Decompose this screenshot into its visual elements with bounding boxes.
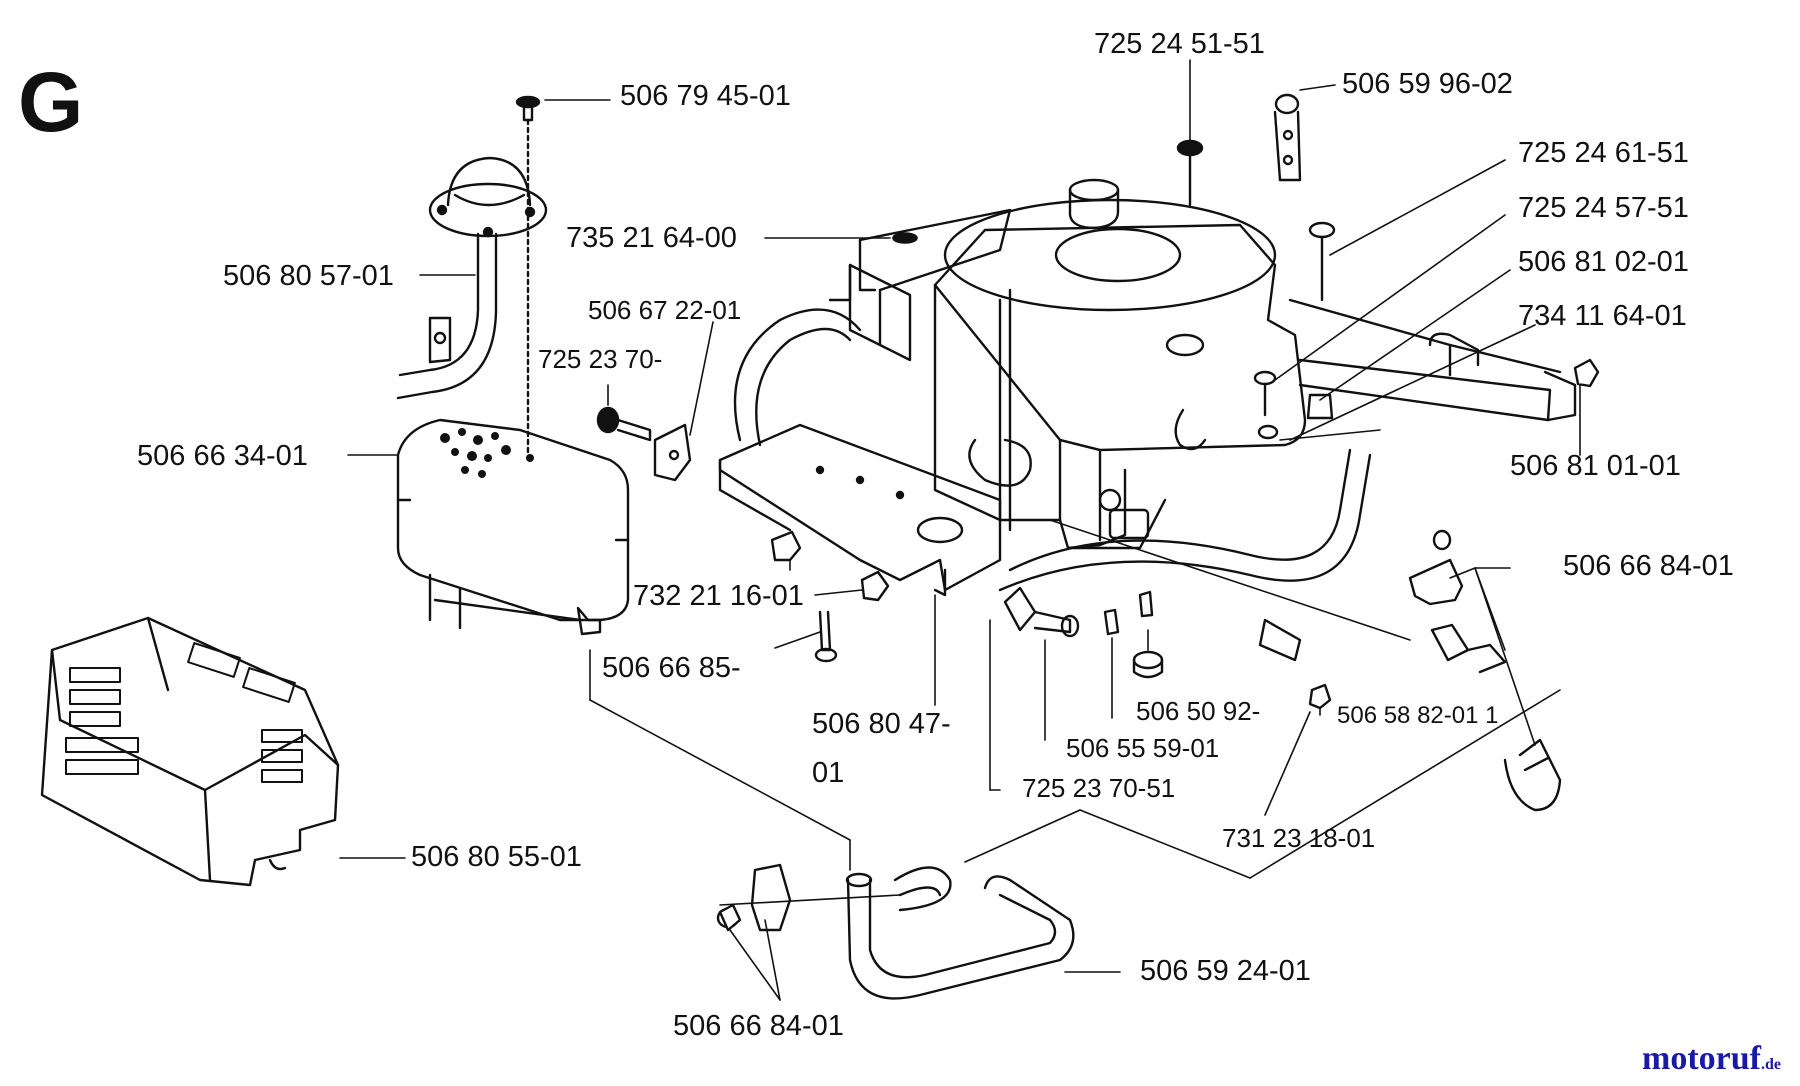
label-50666-85: 506 66 85- <box>602 652 741 684</box>
label-50680-47-line1: 506 80 47- <box>812 708 951 740</box>
label-506663401: 506 66 34-01 <box>137 440 308 472</box>
engine-assembly <box>933 178 1307 550</box>
label-506810101: 506 81 01-01 <box>1510 450 1681 482</box>
label-725245751: 725 24 57-51 <box>1518 192 1689 224</box>
label-506599602: 506 59 96-02 <box>1342 68 1513 100</box>
label-735216400: 735 21 64-00 <box>566 222 737 254</box>
label-506810201: 506 81 02-01 <box>1518 246 1689 278</box>
watermark-brand: motoruf <box>1642 1040 1761 1077</box>
label-506805701: 506 80 57-01 <box>223 260 394 292</box>
watermark-logo: motoruf.de <box>1642 1040 1781 1078</box>
label-725237051: 725 23 70-51 <box>1022 773 1176 803</box>
label-734116401: 734 11 64-01 <box>1518 300 1687 332</box>
label-506592401: 506 59 24-01 <box>1140 955 1311 987</box>
label-506794501: 506 79 45-01 <box>620 80 791 112</box>
muffler-screw <box>515 95 541 457</box>
label-506588201: 506 58 82-01 1 <box>1337 702 1499 729</box>
label-506672201: 506 67 22-01 <box>588 295 742 325</box>
watermark-tld: .de <box>1760 1056 1781 1073</box>
label-72523-70: 725 23 70- <box>538 344 663 374</box>
label-725246151: 725 24 61-51 <box>1518 137 1689 169</box>
label-50650-92: 506 50 92- <box>1136 696 1261 726</box>
label-506805501: 506 80 55-01 <box>411 841 582 873</box>
label-506555901: 506 55 59-01 <box>1066 733 1220 763</box>
front-bracket <box>718 263 1002 597</box>
exhaust-cap-pipe <box>396 156 548 400</box>
label-725245151: 725 24 51-51 <box>1094 28 1265 60</box>
label-50680-47-line2: 01 <box>812 757 845 789</box>
hardware-fasteners <box>596 93 1600 932</box>
leader-lines <box>339 59 1581 1001</box>
label-506668401-bottom: 506 66 84-01 <box>673 1010 844 1042</box>
section-letter: G <box>18 55 84 149</box>
label-731231801: 731 23 18-01 <box>1222 823 1376 853</box>
muffler-box <box>396 418 630 636</box>
muffler-cover <box>40 616 340 887</box>
label-506668401-right: 506 66 84-01 <box>1563 550 1734 582</box>
engine-frame-tube <box>733 208 1577 592</box>
label-732211601: 732 21 16-01 <box>633 580 804 612</box>
exhaust-pipe-506592401 <box>845 866 1075 1000</box>
